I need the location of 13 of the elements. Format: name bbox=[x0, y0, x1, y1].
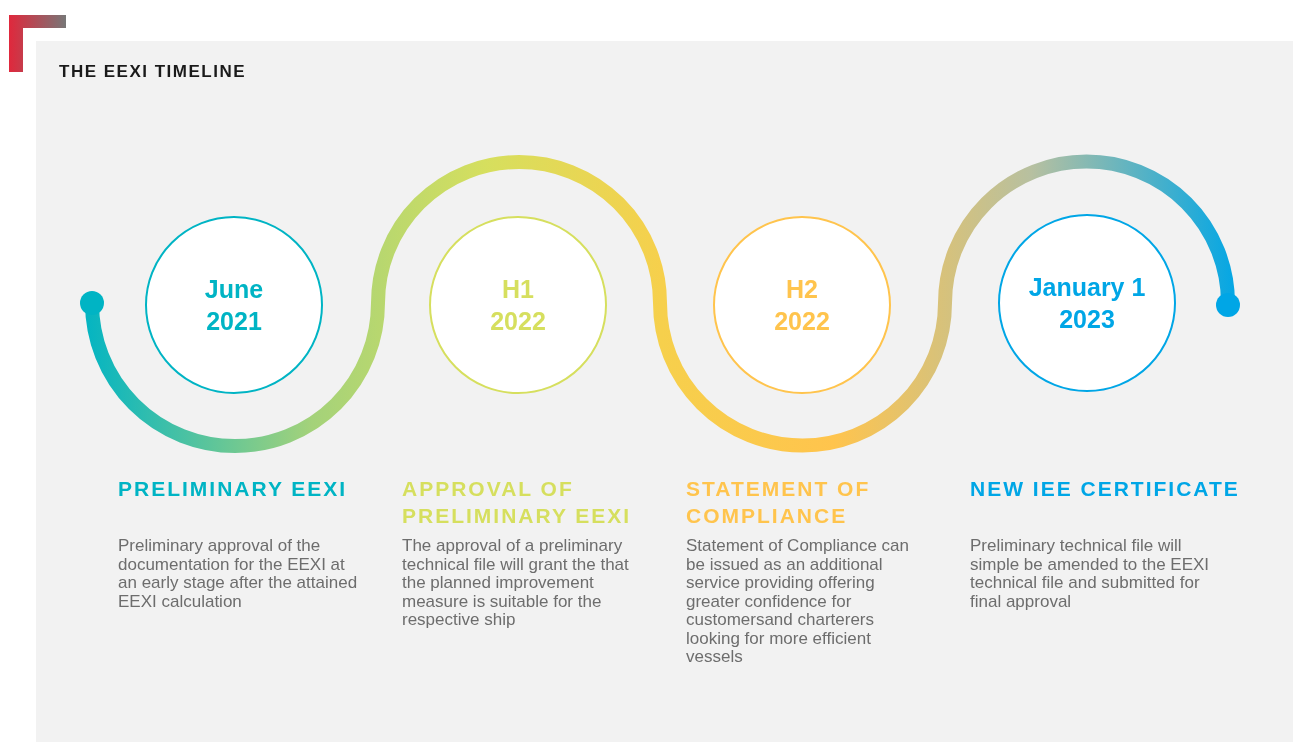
milestone-description: Preliminary approval of the documentation for the EEXI at an early stage after the attained EEXI calculation bbox=[118, 537, 358, 611]
date-text: June 2021 bbox=[203, 274, 265, 337]
date-text: January 1 2023 bbox=[1027, 272, 1147, 335]
milestone-heading: APPROVAL OF PRELIMINARY EEXI bbox=[402, 476, 633, 529]
milestone-heading: PRELIMINARY EEXI bbox=[118, 476, 349, 502]
milestone-heading: STATEMENT OF COMPLIANCE bbox=[686, 476, 872, 529]
diagram-title: THE EEXI TIMELINE bbox=[59, 62, 247, 82]
milestone-description: Statement of Compliance can be issued as an additional service providing offering greater confidence for customersand charterers looking for more efficient vessels bbox=[686, 537, 910, 667]
milestone-description: Preliminary technical file will simple be amended to the EEXI technical file and submitted for final approval bbox=[970, 537, 1210, 611]
date-text: H1 2022 bbox=[489, 274, 547, 337]
date-text: H2 2022 bbox=[773, 274, 831, 337]
milestone-description: The approval of a preliminary technical file will grant the that the planned improvement measure is suitable for the respective ship bbox=[402, 537, 630, 630]
milestone-heading: NEW IEE CERTIFICATE bbox=[970, 476, 1240, 502]
